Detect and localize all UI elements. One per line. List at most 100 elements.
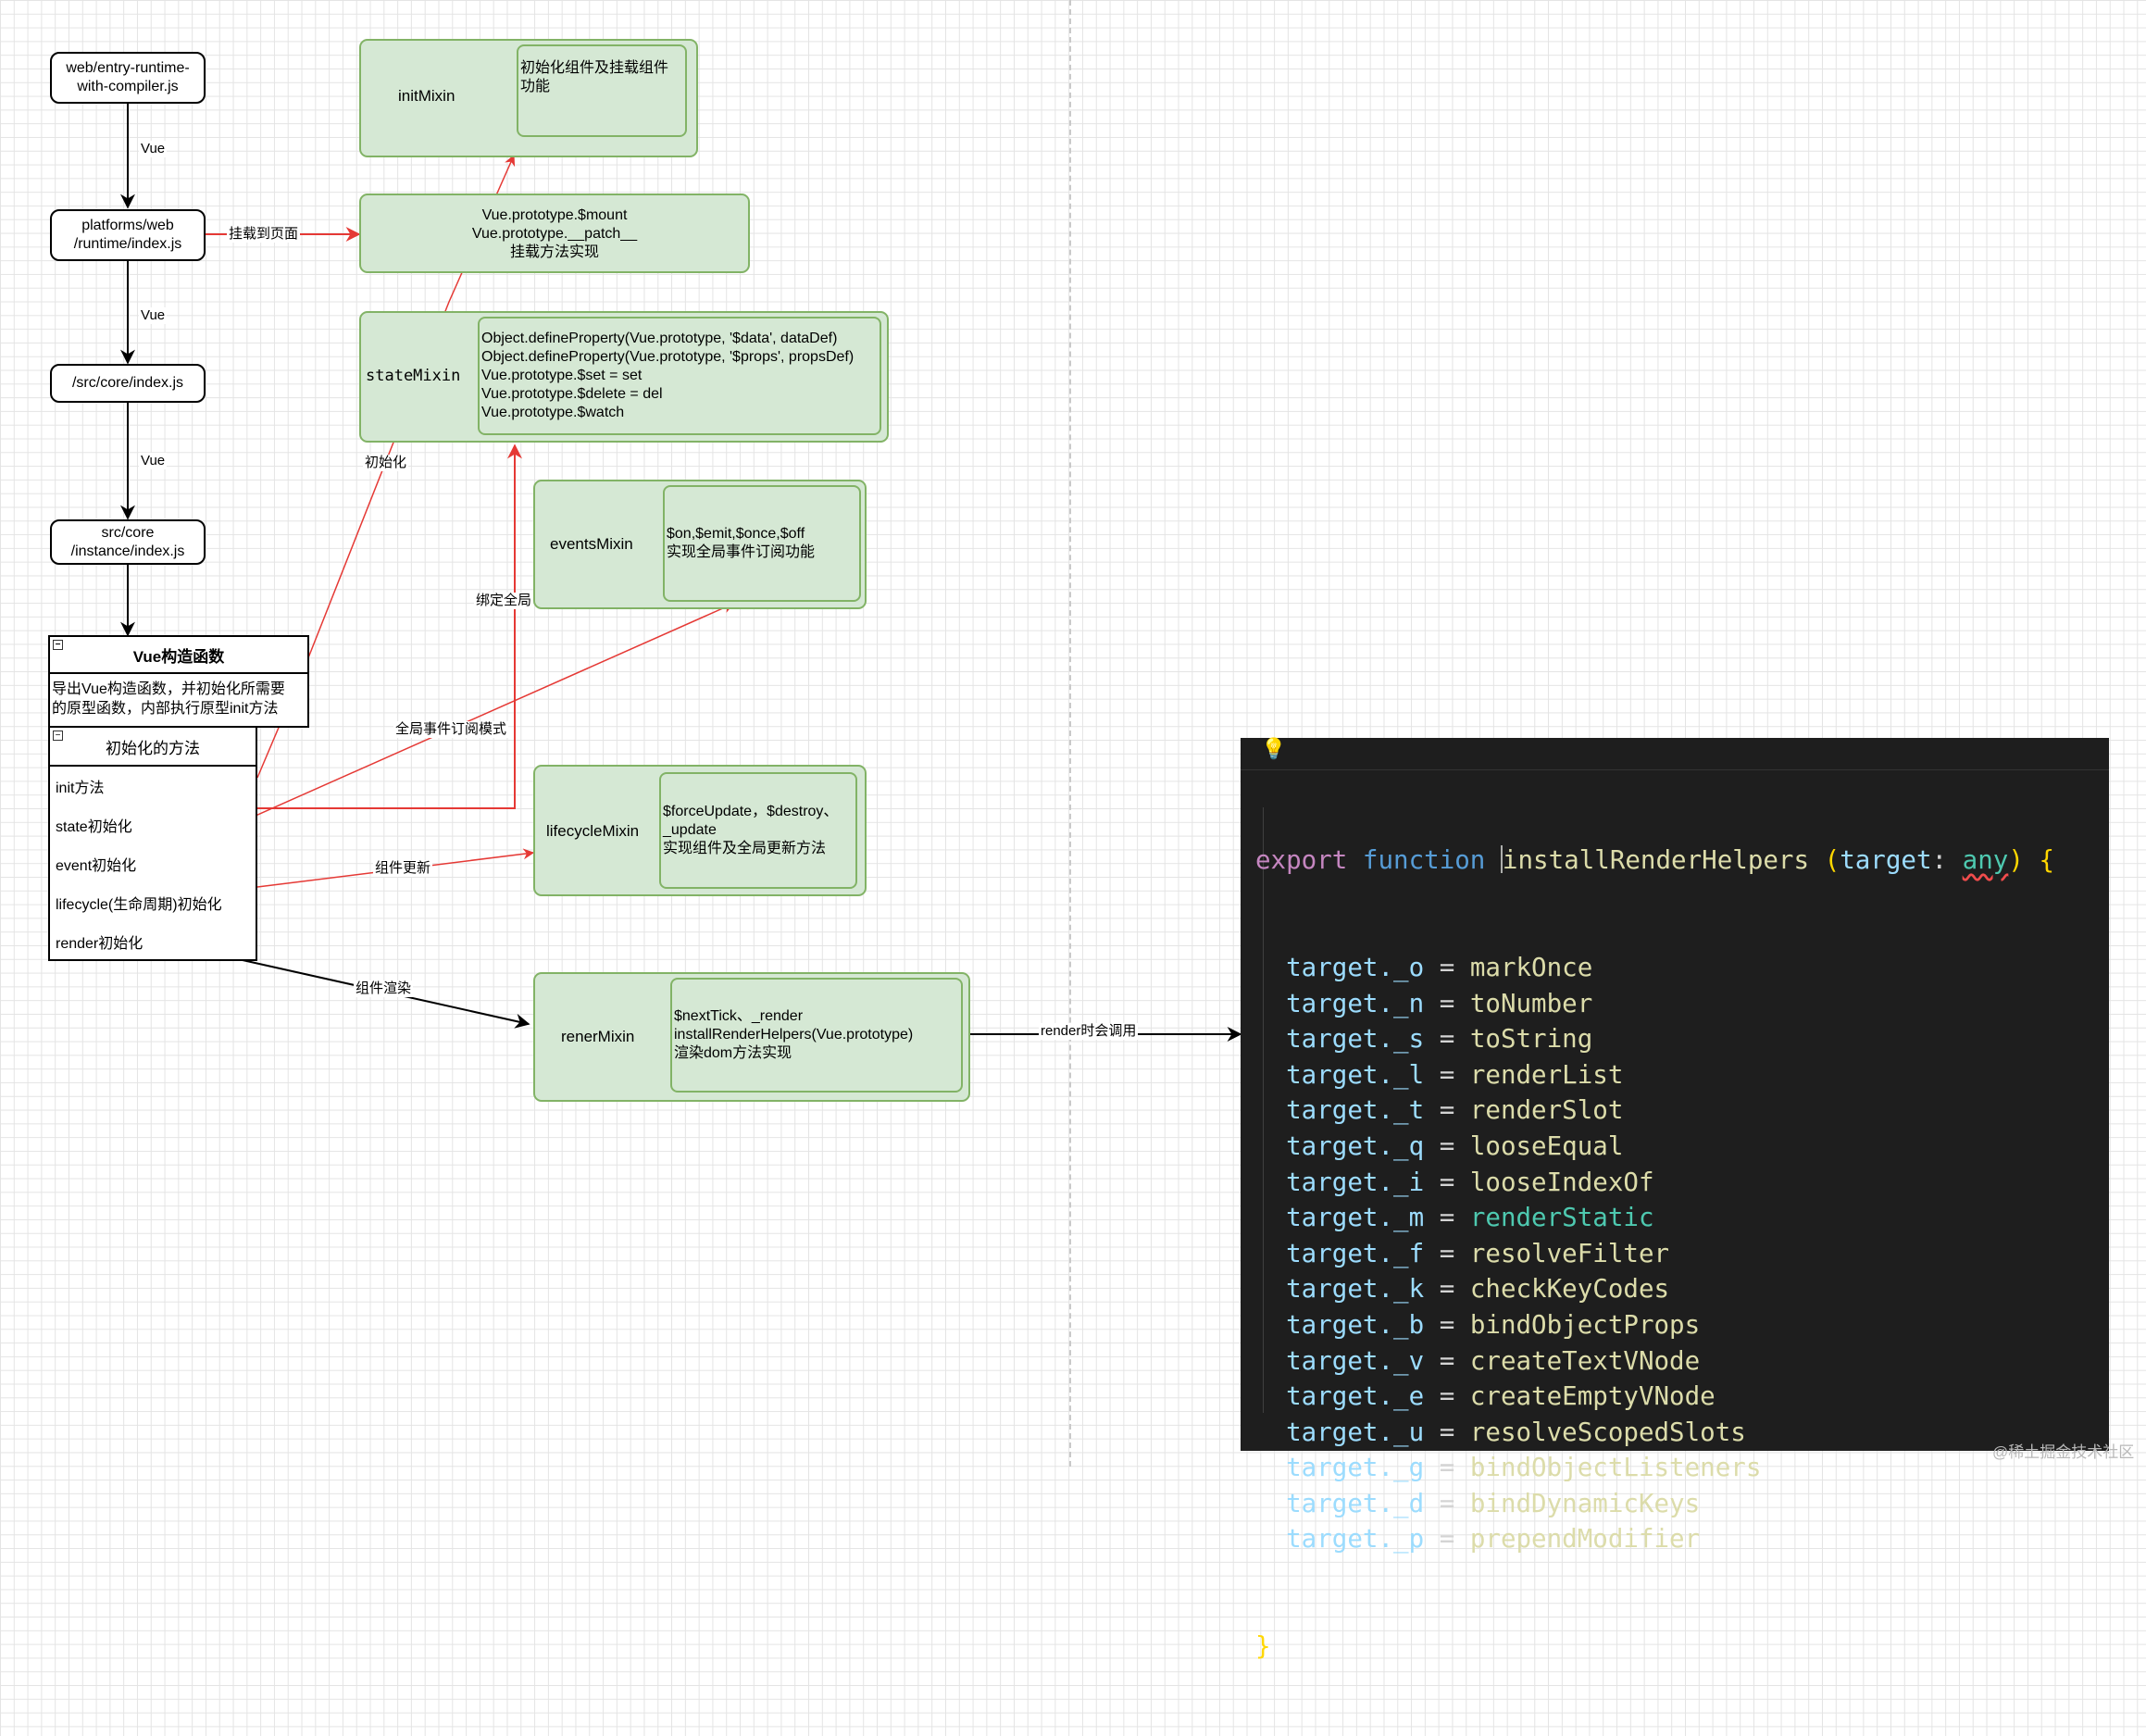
code-line: target._d = bindDynamicKeys (1255, 1486, 2054, 1522)
node-platforms-runtime: platforms/web /runtime/index.js (50, 209, 206, 261)
page-divider (1069, 0, 1071, 1467)
lifecyclemixin-title: lifecycleMixin (546, 822, 640, 840)
vue-constructor-class: − Vue构造函数 导出Vue构造函数，并初始化所需要 的原型函数，内部执行原型… (48, 635, 309, 728)
label-comp-render: 组件渲染 (354, 980, 414, 997)
initmixin-box: initMixin 初始化组件及挂载组件 功能 (359, 39, 698, 157)
label-vue-2: Vue (139, 307, 168, 324)
collapse-icon[interactable]: − (53, 731, 63, 741)
code-lhs: target._i (1286, 1167, 1425, 1197)
code-line: target._v = createTextVNode (1255, 1343, 2054, 1380)
code-equals: = (1439, 1024, 1455, 1055)
renermixin-box: renerMixin $nextTick、_render installRend… (533, 972, 970, 1102)
code-line: target._i = looseIndexOf (1255, 1165, 2054, 1201)
method-item: lifecycle(生命周期)初始化 (56, 897, 222, 913)
renermixin-detail: $nextTick、_render installRenderHelpers(V… (670, 978, 963, 1093)
init-methods-class: − 初始化的方法 init方法 state初始化 event初始化 lifecy… (48, 726, 257, 961)
label-bind-global: 绑定全局 (474, 593, 534, 609)
collapse-icon[interactable]: − (53, 640, 63, 650)
code-lhs: target._l (1286, 1059, 1425, 1090)
code-rhs: checkKeyCodes (1469, 1274, 1670, 1305)
code-line: target._g = bindObjectListeners (1255, 1450, 2054, 1486)
code-colon: : (1931, 845, 1948, 876)
code-equals: = (1439, 1130, 1455, 1161)
code-rhs: looseEqual (1469, 1130, 1624, 1161)
code-lhs: target._b (1286, 1309, 1425, 1340)
code-line: target._t = renderSlot (1255, 1093, 2054, 1129)
code-equals: = (1439, 1417, 1455, 1447)
method-item: state初始化 (56, 819, 132, 835)
edge-state (257, 443, 522, 809)
code-line-closing: } (1255, 1629, 2054, 1665)
code-line-header: export function installRenderHelpers (ta… (1255, 843, 2054, 879)
code-line: target._l = renderList (1255, 1057, 2054, 1093)
mount-detail: Vue.prototype.$mount Vue.prototype.__pat… (471, 207, 638, 260)
lightbulb-icon[interactable]: 💡 (1261, 738, 1287, 761)
eventsmixin-box: eventsMixin $on,$emit,$once,$off 实现全局事件订… (533, 480, 867, 609)
code-line: target._n = toNumber (1255, 986, 2054, 1022)
label-vue-3: Vue (139, 453, 168, 469)
code-type: any (1962, 845, 2009, 876)
code-rhs: markOnce (1469, 952, 1593, 982)
statemixin-box: stateMixin Object.defineProperty(Vue.pro… (359, 311, 889, 443)
code-equals: = (1439, 1238, 1455, 1268)
code-paren-open: ( (1824, 845, 1840, 876)
method-item: init方法 (56, 781, 105, 796)
indent-guide (1263, 807, 1264, 1413)
code-equals: = (1439, 1059, 1455, 1090)
method-item: event初始化 (56, 858, 137, 874)
code-line: target._k = checkKeyCodes (1255, 1271, 2054, 1307)
code-equals: = (1439, 1345, 1455, 1376)
init-methods-title: 初始化的方法 (106, 739, 200, 757)
code-rhs: looseIndexOf (1469, 1167, 1654, 1197)
code-rhs: bindObjectProps (1469, 1309, 1701, 1340)
code-lhs: target._o (1286, 952, 1425, 982)
code-equals: = (1439, 1488, 1455, 1518)
code-equals: = (1439, 1274, 1455, 1305)
code-equals: = (1439, 1381, 1455, 1412)
code-param: target (1840, 845, 1932, 876)
code-equals: = (1439, 1095, 1455, 1126)
code-lhs: target._t (1286, 1095, 1425, 1126)
code-editor-panel: 💡 export function installRenderHelpers (… (1241, 738, 2109, 1661)
code-equals: = (1439, 952, 1455, 982)
initmixin-detail: 初始化组件及挂载组件 功能 (517, 44, 687, 137)
vue-constructor-header: − Vue构造函数 (50, 637, 307, 674)
code-keyword-export: export (1255, 845, 1348, 876)
code-lhs: target._g (1286, 1453, 1425, 1483)
code-line: target._u = resolveScopedSlots (1255, 1415, 2054, 1451)
code-rhs: resolveScopedSlots (1469, 1417, 1746, 1447)
method-item: render初始化 (56, 936, 143, 952)
code-rhs: resolveFilter (1469, 1238, 1670, 1268)
code-line: target._f = resolveFilter (1255, 1236, 2054, 1272)
statemixin-detail: Object.defineProperty(Vue.prototype, '$d… (478, 317, 881, 435)
statemixin-title: stateMixin (366, 367, 461, 385)
code-rhs: renderStatic (1469, 1203, 1654, 1233)
label-render-call: render时会调用 (1039, 1023, 1139, 1040)
label-vue-1: Vue (139, 141, 168, 157)
code-lhs: target._u (1286, 1417, 1425, 1447)
code-line: target._o = markOnce (1255, 950, 2054, 986)
code-line: target._m = renderStatic (1255, 1200, 2054, 1236)
code-paren-close: ) (2008, 845, 2024, 876)
code-equals: = (1439, 1309, 1455, 1340)
text-cursor (1500, 845, 1503, 874)
code-lhs: target._f (1286, 1238, 1425, 1268)
code-line-highlight (1241, 769, 2109, 770)
lifecyclemixin-detail: $forceUpdate，$destroy、 _update 实现组件及全局更新… (659, 772, 857, 889)
code-line: target._e = createEmptyVNode (1255, 1379, 2054, 1415)
label-event-mode: 全局事件订阅模式 (393, 721, 509, 738)
node-core-index: /src/core/index.js (50, 364, 206, 403)
code-line: target._b = bindObjectProps (1255, 1307, 2054, 1343)
code-rhs: bindDynamicKeys (1469, 1488, 1701, 1518)
code-lhs: target._e (1286, 1381, 1425, 1412)
code-function-name: installRenderHelpers (1502, 845, 1810, 876)
node-instance-index: src/core /instance/index.js (50, 519, 206, 565)
code-lhs: target._d (1286, 1488, 1425, 1518)
watermark: @稀土掘金技术社区 (1992, 1443, 2135, 1461)
code-equals: = (1439, 1524, 1455, 1555)
code-equals: = (1439, 988, 1455, 1018)
vue-constructor-desc: 导出Vue构造函数，并初始化所需要 的原型函数，内部执行原型init方法 (52, 681, 285, 717)
vue-constructor-title: Vue构造函数 (132, 647, 225, 666)
label-comp-update: 组件更新 (373, 860, 433, 877)
code-line: target._s = toString (1255, 1021, 2054, 1057)
